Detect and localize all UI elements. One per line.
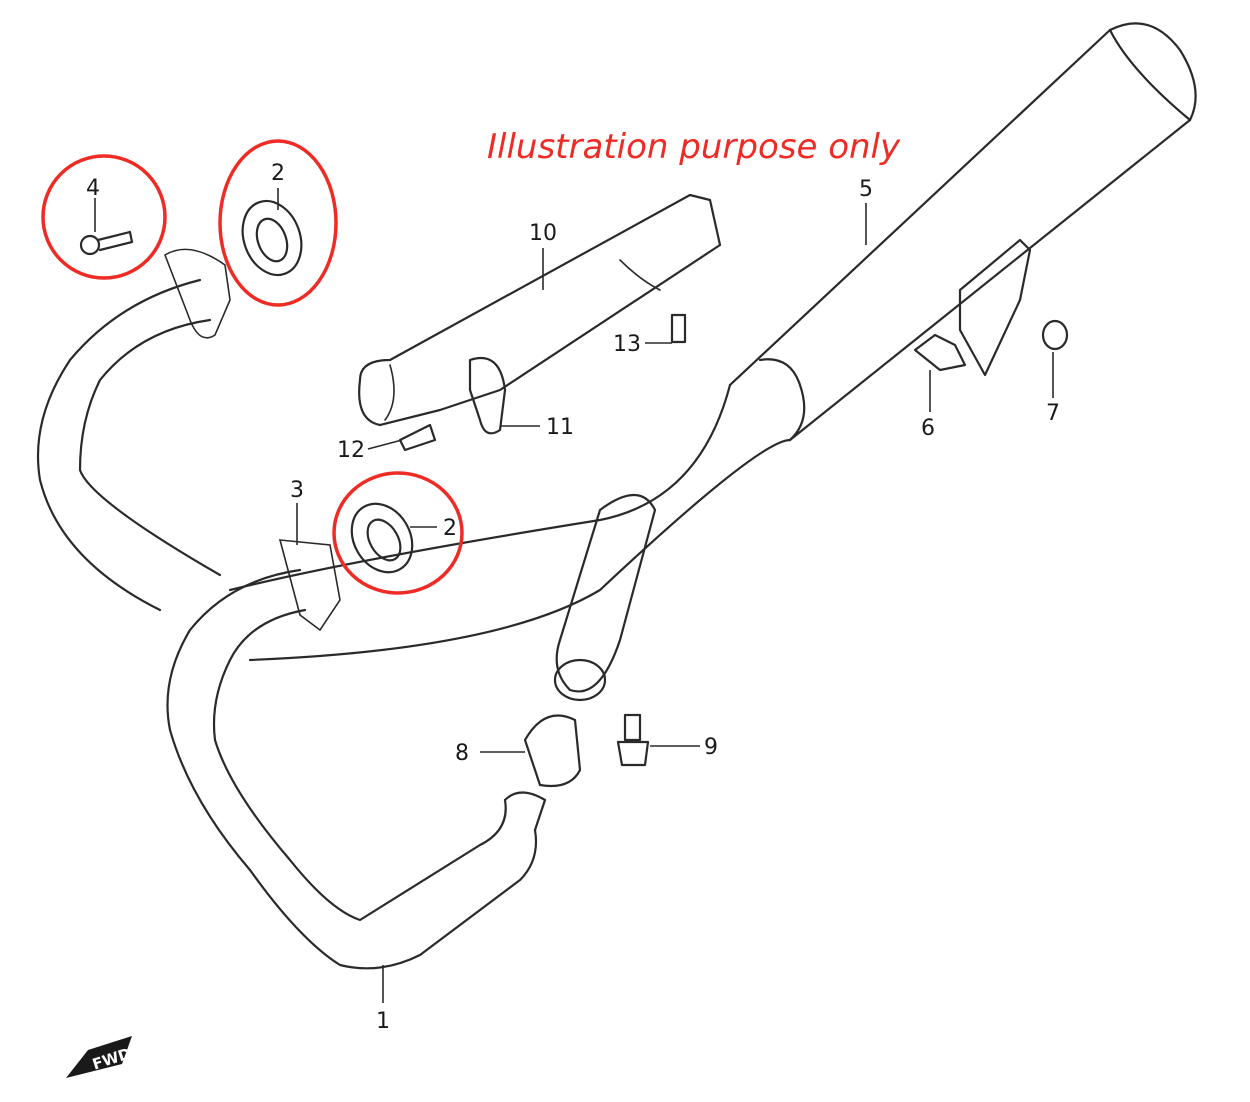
muffler-part-5	[728, 22, 1197, 442]
callout-5: 5	[859, 177, 873, 202]
callout-3: 3	[290, 478, 304, 503]
callout-9: 9	[704, 735, 718, 760]
callout-1: 1	[376, 1009, 390, 1034]
lower-header-pipe-part-1	[166, 539, 547, 970]
illustration-note: Illustration purpose only	[487, 127, 901, 167]
sleeve-part-8	[523, 714, 582, 788]
leader-lines	[94, 188, 1054, 1003]
gasket-part-2-upper	[241, 199, 303, 277]
bolt-part-13	[670, 313, 687, 344]
callout-11: 11	[546, 415, 574, 440]
fwd-arrow-icon: FWD	[66, 1036, 133, 1078]
bolt-part-4	[79, 230, 134, 256]
callout-8: 8	[455, 741, 469, 766]
connector-pipe	[553, 494, 657, 702]
bolt-part-9	[616, 713, 650, 767]
bolt-part-6	[913, 333, 967, 372]
callout-7: 7	[1046, 401, 1060, 426]
bracket	[958, 238, 1032, 377]
highlight-circle-bolt	[41, 154, 167, 280]
nut-part-7	[1041, 319, 1069, 351]
callout-10: 10	[529, 221, 557, 246]
highlight-circle-gasket-upper	[218, 139, 338, 307]
upper-header-pipe	[36, 248, 792, 662]
gasket-part-2-lower	[350, 502, 414, 574]
callout-2-upper: 2	[271, 161, 285, 186]
bolt-part-12	[398, 423, 437, 452]
clamp-part-11	[468, 357, 507, 435]
callout-4: 4	[86, 176, 100, 201]
heat-shield-part-10	[358, 193, 722, 427]
callout-12: 12	[337, 438, 365, 463]
callout-6: 6	[921, 416, 935, 441]
highlight-circle-gasket-lower	[332, 471, 464, 595]
callout-13: 13	[613, 332, 641, 357]
callout-2-lower: 2	[443, 516, 457, 541]
